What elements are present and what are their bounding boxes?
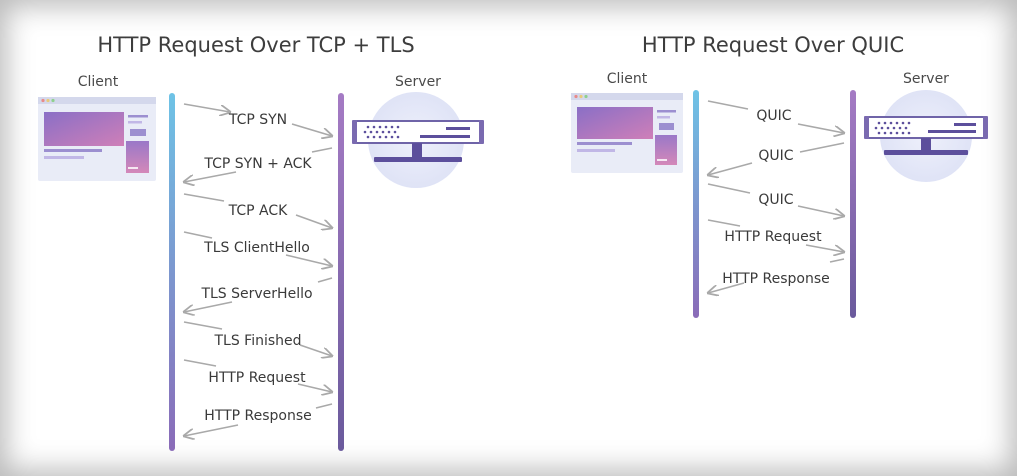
right-client-label: Client [607,71,648,87]
server-icon [864,90,988,182]
message-label: TCP SYN + ACK [203,156,312,172]
left-client-lifeline [169,93,175,451]
left-panel-title: HTTP Request Over TCP + TLS [97,33,414,57]
arrow-quic-3-a [707,183,751,194]
client-computer-icon [571,93,683,173]
arrow-http-res-a [315,403,333,409]
arrow-tcp-ack-a [183,193,225,202]
right-client-lifeline [693,90,699,318]
arrow-tls-sh-a [317,277,333,283]
arrow-quic-1-b [797,123,844,133]
arrow-quic-3-b [797,205,844,216]
arrow-quic-2-b [708,162,753,175]
left-message-arrows [183,103,333,436]
arrow-quic-2-a [799,142,845,153]
arrow-http-res-a [829,258,845,263]
arrow-tcp-synack-a [311,147,333,153]
message-label: TCP SYN [228,112,287,128]
message-label: QUIC [758,148,793,164]
arrow-quic-1-a [707,100,749,110]
arrow-tcp-synack-b [184,171,237,182]
message-label: HTTP Response [722,271,830,287]
arrow-tcp-ack-b [295,214,332,228]
message-label: HTTP Request [724,229,822,245]
right-message-labels: QUIC QUIC QUIC HTTP Request HTTP Respons… [722,108,830,287]
arrow-tls-ch-b [285,254,332,266]
arrow-tcp-syn-a [183,103,230,112]
left-server-label: Server [395,74,441,90]
left-client-label: Client [78,74,119,90]
message-label: HTTP Response [204,408,312,424]
message-label: HTTP Request [208,370,306,386]
left-panel: HTTP Request Over TCP + TLS Client Serve… [38,33,484,451]
left-server-lifeline [338,93,344,451]
message-label: TCP ACK [228,203,289,219]
message-label: QUIC [756,108,791,124]
message-label: TLS ServerHello [200,286,312,302]
message-label: TLS Finished [213,333,301,349]
arrow-http-req-a [183,359,217,367]
right-panel-title: HTTP Request Over QUIC [642,33,904,57]
arrow-tls-fin-a [183,321,223,330]
arrow-tcp-syn-b [291,123,332,136]
arrow-tls-ch-a [183,231,213,239]
right-panel: HTTP Request Over QUIC Client Server [571,33,988,318]
right-server-label: Server [903,71,949,87]
message-label: QUIC [758,192,793,208]
right-server-lifeline [850,90,856,318]
client-computer-icon [38,97,156,181]
left-message-labels: TCP SYN TCP SYN + ACK TCP ACK TLS Client… [200,112,312,424]
arrow-tls-sh-b [184,301,233,312]
server-icon [352,92,484,188]
arrow-http-req-b [805,244,844,252]
arrow-http-req-b [297,383,332,392]
arrow-http-res-b [184,424,239,436]
arrow-http-req-a [707,219,741,227]
right-message-arrows [707,100,845,293]
message-label: TLS ClientHello [203,240,310,256]
arrow-http-res-b [708,282,745,293]
arrow-tls-fin-b [299,344,332,356]
